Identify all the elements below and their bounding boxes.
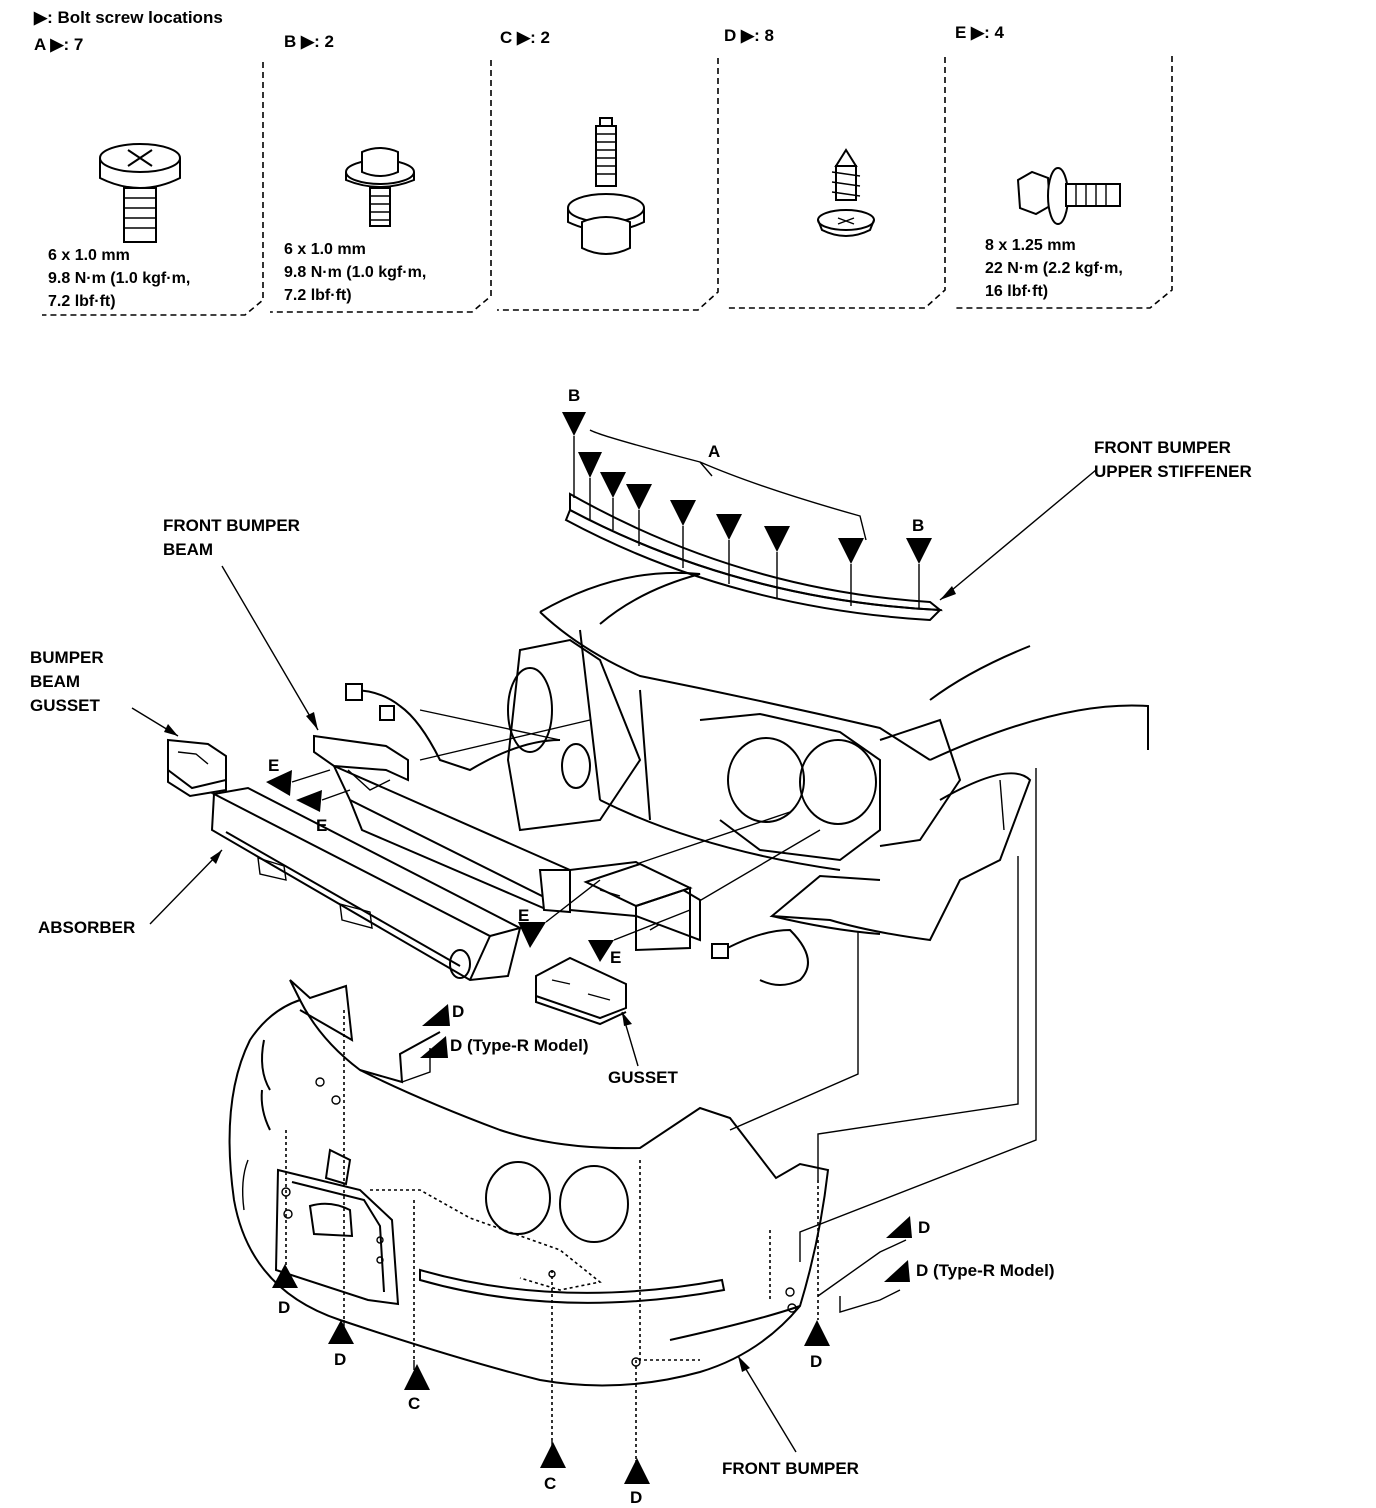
marker-d-4: D xyxy=(810,1352,823,1371)
marker-b-right: B xyxy=(912,516,925,535)
legend-title: ▶: Bolt screw locations xyxy=(34,8,223,27)
e-bolt-markers xyxy=(266,769,691,962)
marker-d-type-r-right: D (Type-R Model) xyxy=(916,1261,1055,1280)
legend-code-c: C ▶: 2 xyxy=(500,28,550,47)
fastener-holes xyxy=(281,1077,797,1367)
legend-box-lines xyxy=(42,56,1173,316)
marker-d-type-r-top: D (Type-R Model) xyxy=(450,1036,589,1055)
marker-b-left: B xyxy=(568,386,581,405)
screw-a-icon xyxy=(99,143,181,243)
legend-code-d: D ▶: 8 xyxy=(724,26,774,45)
screw-d-icon xyxy=(817,148,875,237)
label-beam-gusset: BUMPER BEAM GUSSET xyxy=(30,648,104,715)
legend-code-b: B ▶: 2 xyxy=(284,32,334,51)
legend-spec-e: 8 x 1.25 mm 22 N·m (2.2 kgf·m, 16 lbf·ft… xyxy=(985,237,1123,300)
label-absorber: ABSORBER xyxy=(38,918,136,937)
callout-arrows xyxy=(131,469,1097,1453)
label-bumper-beam: FRONT BUMPER BEAM xyxy=(163,516,300,559)
marker-c-1: C xyxy=(408,1394,421,1413)
marker-e-2: E xyxy=(316,816,328,835)
absorber-part xyxy=(210,786,523,982)
marker-d-right: D xyxy=(918,1218,931,1237)
screw-b-icon xyxy=(345,147,415,227)
legend-code-e: E ▶: 4 xyxy=(955,23,1004,42)
marker-d-3: D xyxy=(630,1488,643,1507)
marker-d-2: D xyxy=(334,1350,347,1369)
upper-stiffener-part xyxy=(564,429,944,622)
beam-gusset-part xyxy=(167,738,227,798)
marker-e-3: E xyxy=(518,906,530,925)
label-upper-stiffener: FRONT BUMPER UPPER STIFFENER xyxy=(1094,438,1252,481)
marker-d-top: D xyxy=(452,1002,465,1021)
leader-lines xyxy=(285,768,1037,1466)
bottom-bolt-markers xyxy=(272,1004,912,1484)
marker-d-1: D xyxy=(278,1298,291,1317)
body-frame xyxy=(345,571,1149,986)
stiffener-bolt-markers xyxy=(562,412,932,608)
marker-e-1: E xyxy=(268,756,280,775)
legend-spec-a: 6 x 1.0 mm 9.8 N·m (1.0 kgf·m, 7.2 lbf·f… xyxy=(48,247,191,310)
marker-c-2: C xyxy=(544,1474,557,1493)
marker-e-4: E xyxy=(610,948,622,967)
screw-c-icon xyxy=(567,117,645,255)
gusset-part xyxy=(535,956,627,1026)
marker-a: A xyxy=(708,442,721,461)
screw-e-icon xyxy=(1016,167,1121,225)
label-gusset: GUSSET xyxy=(608,1068,678,1087)
label-front-bumper: FRONT BUMPER xyxy=(722,1459,859,1478)
legend-spec-b: 6 x 1.0 mm 9.8 N·m (1.0 kgf·m, 7.2 lbf·f… xyxy=(284,241,427,304)
legend-code-a: A ▶: 7 xyxy=(34,35,84,54)
bumper-beam-part xyxy=(313,734,701,952)
